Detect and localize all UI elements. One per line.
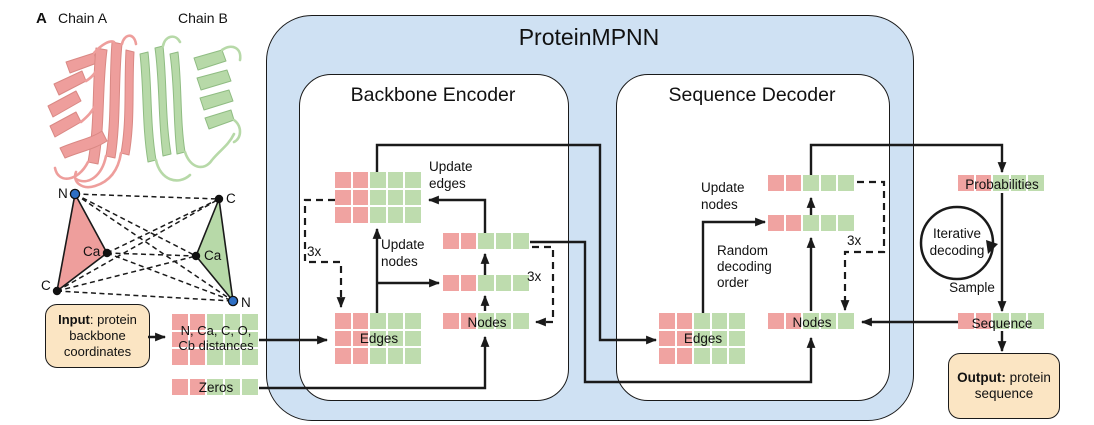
decoder-nodes-row <box>768 313 854 331</box>
decoder-edges-grid <box>659 313 745 366</box>
input-box-line2: backbone <box>69 328 126 343</box>
probabilities-row <box>958 175 1044 193</box>
input-box-line3: coordinates <box>63 344 132 359</box>
encoder-node-row-top <box>443 233 529 251</box>
encoder-edges-grid <box>335 313 421 366</box>
input-box-line1: Input: protein <box>58 312 137 327</box>
distance-features-grid <box>172 314 258 367</box>
output-box-line1: Output: protein <box>957 370 1051 385</box>
encoder-updated-edges-grid <box>335 172 421 225</box>
encoder-node-row-mid <box>443 275 529 293</box>
decoder-node-row-mid <box>768 215 854 233</box>
output-box-line2: sequence <box>974 386 1034 401</box>
sequence-decoder-box <box>616 74 890 401</box>
decoder-node-row-top <box>768 175 854 193</box>
output-box: Output: protein sequence <box>948 353 1060 419</box>
zeros-features-row <box>172 379 258 397</box>
encoder-nodes-row <box>443 313 529 331</box>
input-box: Input: protein backbone coordinates <box>45 304 150 368</box>
sequence-row <box>958 313 1044 331</box>
